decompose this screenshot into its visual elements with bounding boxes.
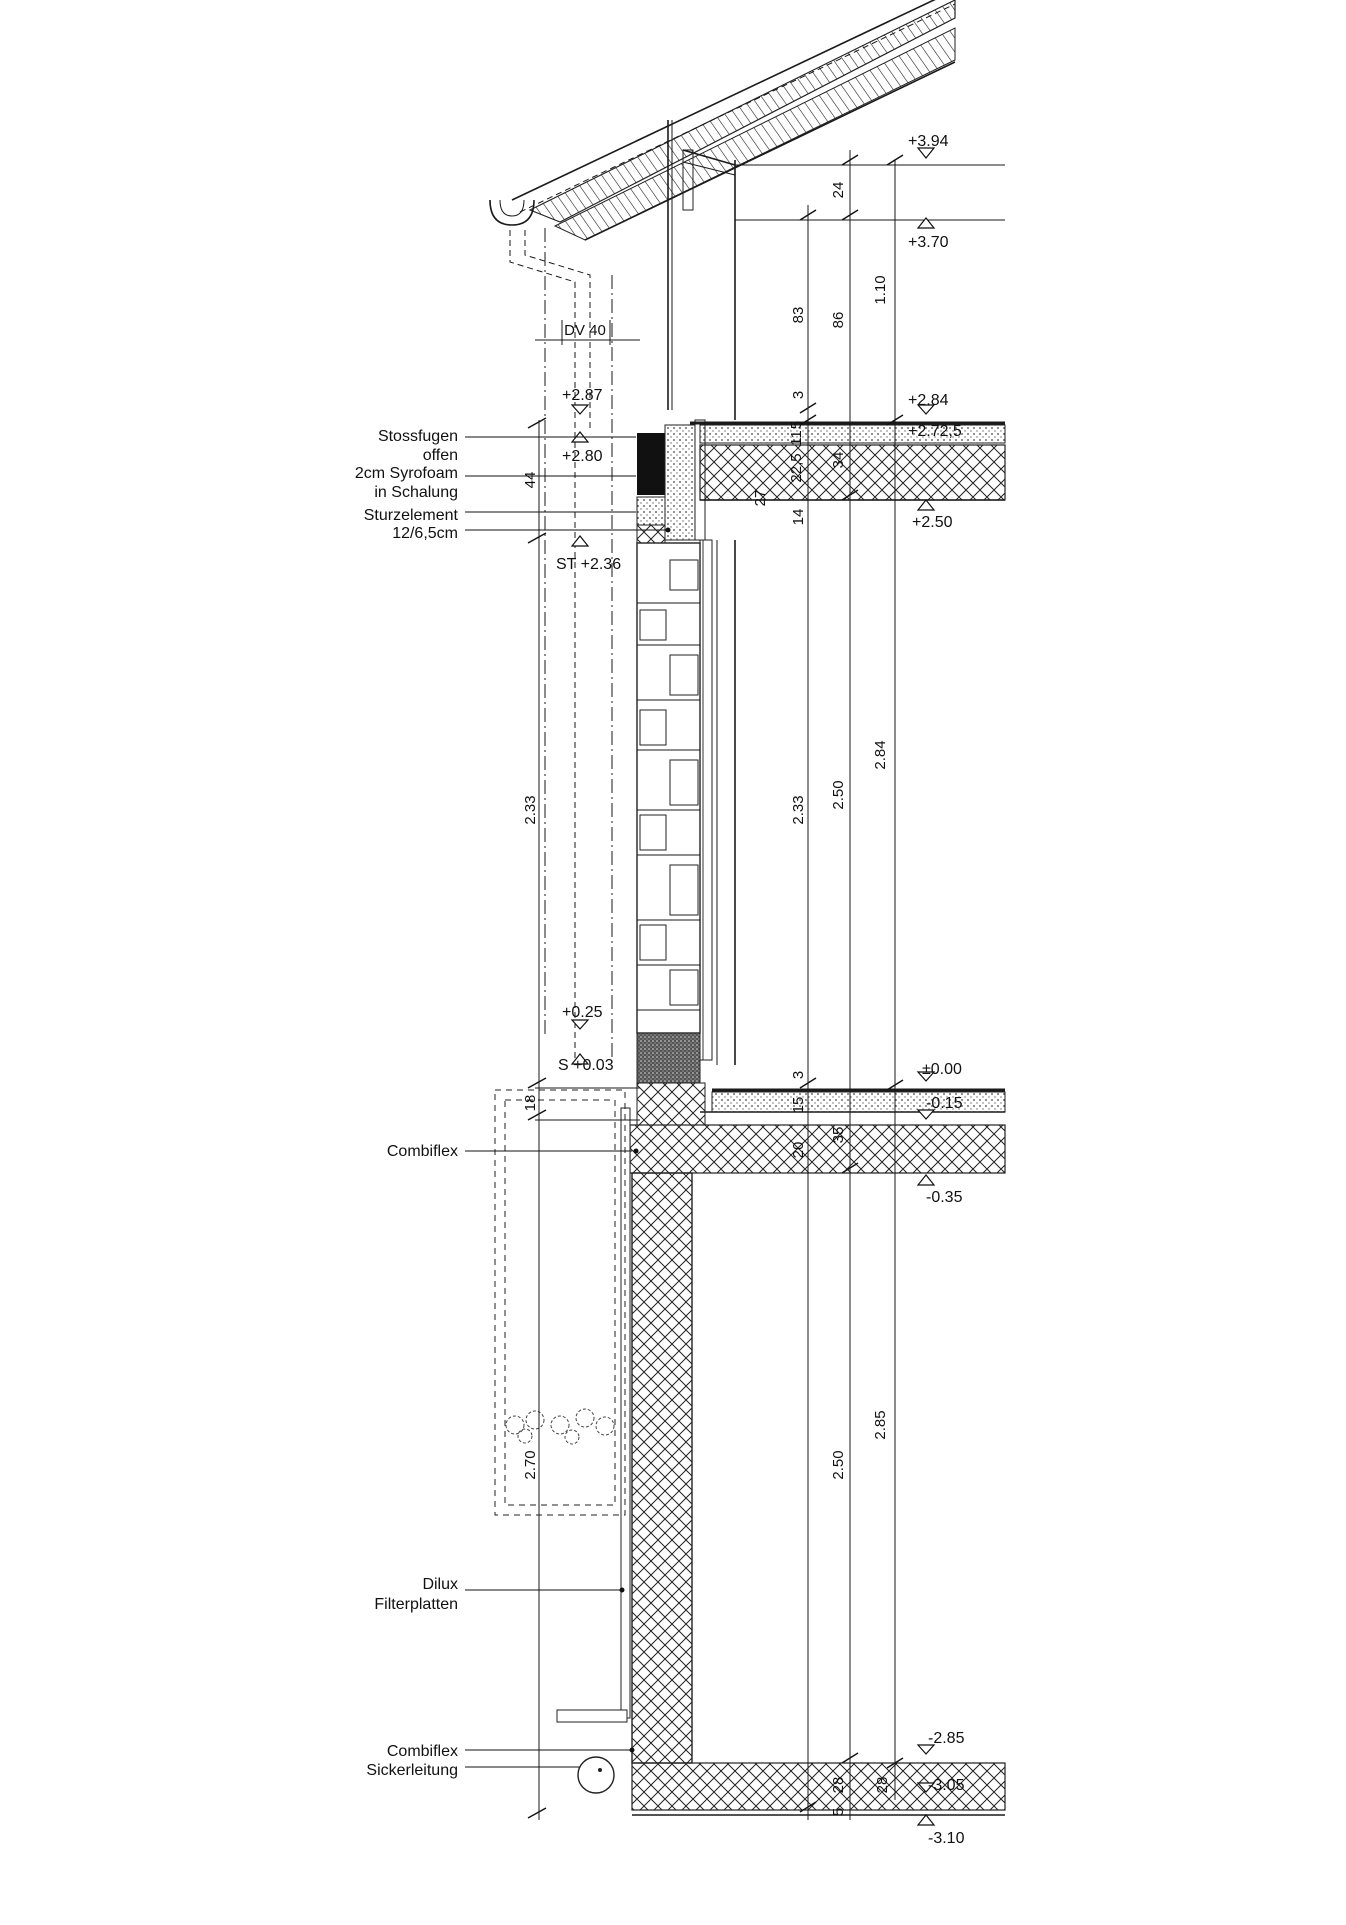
level-2-87: +2.87 xyxy=(562,387,603,404)
dim-83: 83 xyxy=(790,307,807,324)
dim-2-70: 2.70 xyxy=(522,1450,539,1479)
level-markers xyxy=(570,147,936,1826)
callout-dilux: Dilux xyxy=(422,1576,458,1593)
callout-labels: Stossfugen offen 2cm Syrofoam in Schalun… xyxy=(355,428,459,1779)
dim-col2-2-50: 2.50 xyxy=(830,780,847,809)
level-2-80: +2.80 xyxy=(562,448,603,465)
callout-filterplatten: Filterplatten xyxy=(374,1596,458,1613)
level-st-2-36: ST +2.36 xyxy=(556,556,621,573)
level-minus-0-35: -0.35 xyxy=(926,1189,963,1206)
upper-slab xyxy=(690,421,1006,501)
dim-3-bottom: 3 xyxy=(790,1071,807,1079)
callout-syrofoam: 2cm Syrofoam xyxy=(355,465,458,482)
roof-assembly xyxy=(511,0,956,420)
callout-sickerleitung: Sickerleitung xyxy=(366,1762,458,1779)
level-labels-left: +2.87 +2.80 ST +2.36 +0.25 S +0.03 xyxy=(556,387,621,1074)
dim-24: 24 xyxy=(830,182,847,199)
level-minus-0-15: -0.15 xyxy=(926,1095,963,1112)
dim-col1-2-33: 2.33 xyxy=(790,795,807,824)
dimension-labels-col2: 24 86 34 2.50 35 2.50 28 xyxy=(830,182,891,1794)
dim-22-5: 22,5 xyxy=(788,453,805,482)
dim-col2-2-50-lower: 2.50 xyxy=(830,1450,847,1479)
callout-combiflex: Combiflex xyxy=(387,1143,458,1160)
level-minus-3-05: -3.05 xyxy=(928,1777,965,1794)
level-minus-3-10: -3.10 xyxy=(928,1830,965,1847)
dim-35: 35 xyxy=(830,1127,847,1144)
level-0-00: ±0.00 xyxy=(922,1061,962,1078)
callout-schalung: in Schalung xyxy=(374,484,458,501)
dimension-chains xyxy=(527,150,1005,1820)
level-2-725: +2.72,5 xyxy=(908,423,962,440)
dim-5: 5 xyxy=(788,421,805,429)
callout-offen: offen xyxy=(423,447,458,464)
level-3-94: +3.94 xyxy=(908,133,949,150)
callout-sturzelement: Sturzelement xyxy=(364,507,459,524)
dimension-labels-col1: 83 3 5 11 22,5 27 14 2.33 3 15 20 5 28 xyxy=(752,307,847,1817)
wall-upper xyxy=(636,419,736,1084)
gutter-downpipe xyxy=(489,199,613,1060)
dim-18: 18 xyxy=(522,1095,539,1112)
dim-27: 27 xyxy=(752,490,769,507)
dim-1-10: 1.10 xyxy=(872,275,889,304)
dim-5-bottom: 5 xyxy=(830,1808,847,1816)
callout-sturz-size: 12/6,5cm xyxy=(392,525,458,542)
dim-3-top: 3 xyxy=(790,391,807,399)
dim-15: 15 xyxy=(790,1097,807,1114)
dim-2-84: 2.84 xyxy=(872,740,889,769)
level-labels-right: +3.94 +3.70 +2.84 +2.72,5 +2.50 ±0.00 -0… xyxy=(908,133,965,1847)
dimension-labels-col3: 1.10 2.84 2.85 xyxy=(872,275,889,1439)
level-2-84: +2.84 xyxy=(908,392,949,409)
level-0-25: +0.25 xyxy=(562,1004,603,1021)
basement-wall xyxy=(494,1089,1006,1816)
dim-44: 44 xyxy=(522,472,539,489)
dim-20: 20 xyxy=(790,1142,807,1159)
dim-left-2-33: 2.33 xyxy=(522,795,539,824)
dimension-labels-left: DV 40 44 2.33 18 2.70 xyxy=(522,322,606,1480)
dim-28-right: 28 xyxy=(874,1777,891,1794)
dim-86: 86 xyxy=(830,312,847,329)
dim-2-85: 2.85 xyxy=(872,1410,889,1439)
dim-14: 14 xyxy=(790,509,807,526)
dim-11: 11 xyxy=(788,430,805,446)
dim-34: 34 xyxy=(830,452,847,469)
callout-stossfugen: Stossfugen xyxy=(378,428,458,445)
dim-28-left: 28 xyxy=(830,1777,847,1794)
callout-combiflex-lower: Combiflex xyxy=(387,1743,458,1760)
level-2-50: +2.50 xyxy=(912,514,953,531)
level-s-0-03: S +0.03 xyxy=(558,1057,614,1074)
level-3-70: +3.70 xyxy=(908,234,949,251)
leader-lines xyxy=(465,436,668,1768)
ground-slab xyxy=(629,1082,1006,1174)
level-minus-2-85: -2.85 xyxy=(928,1730,965,1747)
dim-dv-40: DV 40 xyxy=(564,322,606,339)
